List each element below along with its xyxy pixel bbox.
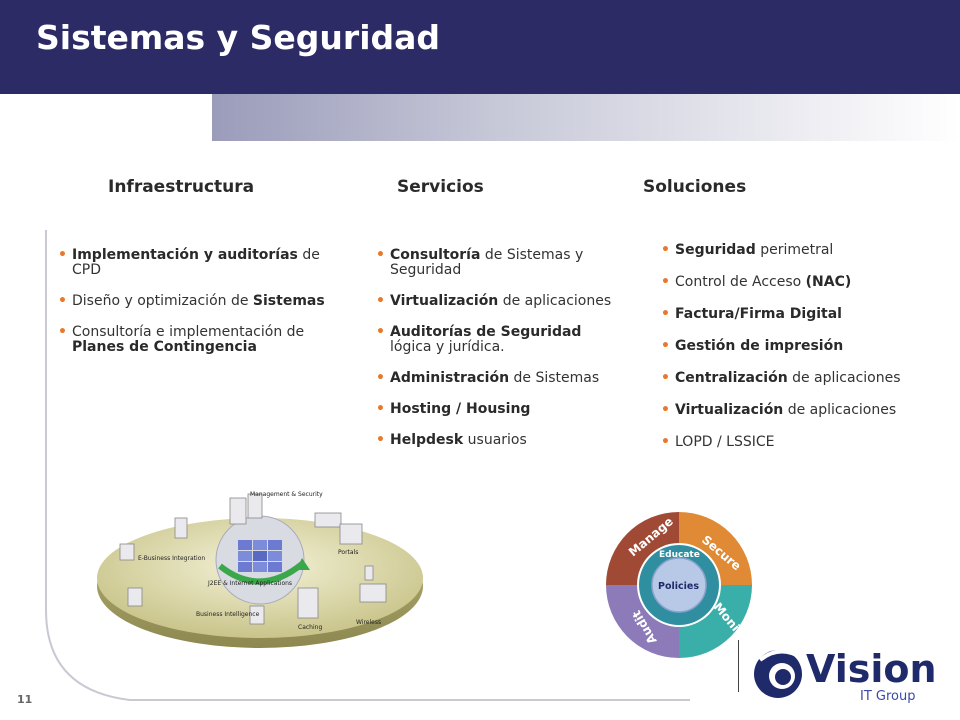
server-icon	[119, 543, 135, 561]
list-item: Consultoría de Sistemas y Seguridad	[374, 248, 624, 278]
printer-icon	[314, 512, 342, 528]
header-gradient-band	[212, 94, 960, 141]
cache-server-icon	[297, 587, 319, 619]
server-icon	[247, 493, 263, 519]
list-infraestructura: Implementación y auditorías de CPD Diseñ…	[56, 248, 326, 355]
list-servicios: Consultoría de Sistemas y Seguridad Virt…	[374, 248, 624, 449]
data-cube-icon	[238, 540, 282, 572]
list-item: Control de Acceso (NAC)	[659, 275, 949, 291]
label-business-intelligence: Business Intelligence	[196, 611, 260, 618]
laptop-icon	[359, 583, 387, 603]
heading-servicios: Servicios	[397, 177, 484, 197]
list-item: Auditorías de Seguridad lógica y jurídic…	[374, 325, 624, 355]
server-icon	[174, 517, 188, 539]
list-item: Seguridad perimetral	[659, 243, 949, 259]
label-policies: Policies	[658, 581, 699, 592]
list-item: Virtualización de aplicaciones	[374, 294, 624, 310]
vision-logo: Vision IT Group	[754, 647, 937, 704]
label-j2ee: J2EE & Internet Applications	[207, 580, 292, 587]
label-caching: Caching	[298, 624, 322, 631]
portal-screen-icon	[339, 523, 363, 545]
list-item: LOPD / LSSICE	[659, 435, 949, 451]
page-number: 11	[17, 693, 33, 706]
segment-manage	[606, 512, 679, 585]
phone-icon	[364, 565, 374, 581]
label-portals: Portals	[338, 549, 358, 556]
list-item: Hosting / Housing	[374, 402, 624, 418]
label-wireless: Wireless	[356, 619, 381, 626]
list-item: Centralización de aplicaciones	[659, 371, 949, 387]
segment-monitor	[679, 585, 752, 658]
policies-core	[651, 557, 707, 613]
heading-infraestructura: Infraestructura	[108, 177, 255, 197]
list-item: Gestión de impresión	[659, 339, 949, 355]
label-ebusiness: E-Business Integration	[138, 555, 205, 562]
logo-name: Vision	[806, 647, 937, 691]
computer-icon	[127, 587, 143, 607]
logo-subtitle: IT Group	[860, 689, 916, 704]
architecture-diagram: Management & Security E-Business Integra…	[97, 491, 423, 648]
list-item: Consultoría e implementación de Planes d…	[56, 325, 326, 355]
cycle-arrow-icon	[218, 561, 304, 585]
list-item: Administración de Sistemas	[374, 371, 624, 387]
segment-audit	[606, 585, 679, 658]
list-item: Virtualización de aplicaciones	[659, 403, 949, 419]
label-management: Management & Security	[250, 491, 323, 498]
segment-secure	[679, 512, 752, 585]
vision-swirl-icon	[754, 649, 804, 698]
list-soluciones: Seguridad perimetral Control de Acceso (…	[659, 243, 949, 451]
title-bar	[0, 0, 960, 94]
slide-title: Sistemas y Seguridad	[36, 18, 441, 57]
security-cycle-diagram: Manage Secure Monitor Audit Educate Poli…	[606, 512, 754, 658]
server-icon	[229, 497, 247, 525]
heading-soluciones: Soluciones	[643, 177, 747, 197]
divider-line	[738, 640, 739, 692]
computer-icon	[249, 605, 265, 625]
list-item: Implementación y auditorías de CPD	[56, 248, 326, 278]
label-educate: Educate	[659, 550, 700, 560]
list-item: Diseño y optimización de Sistemas	[56, 294, 326, 310]
list-item: Helpdesk usuarios	[374, 433, 624, 449]
list-item: Factura/Firma Digital	[659, 307, 949, 323]
